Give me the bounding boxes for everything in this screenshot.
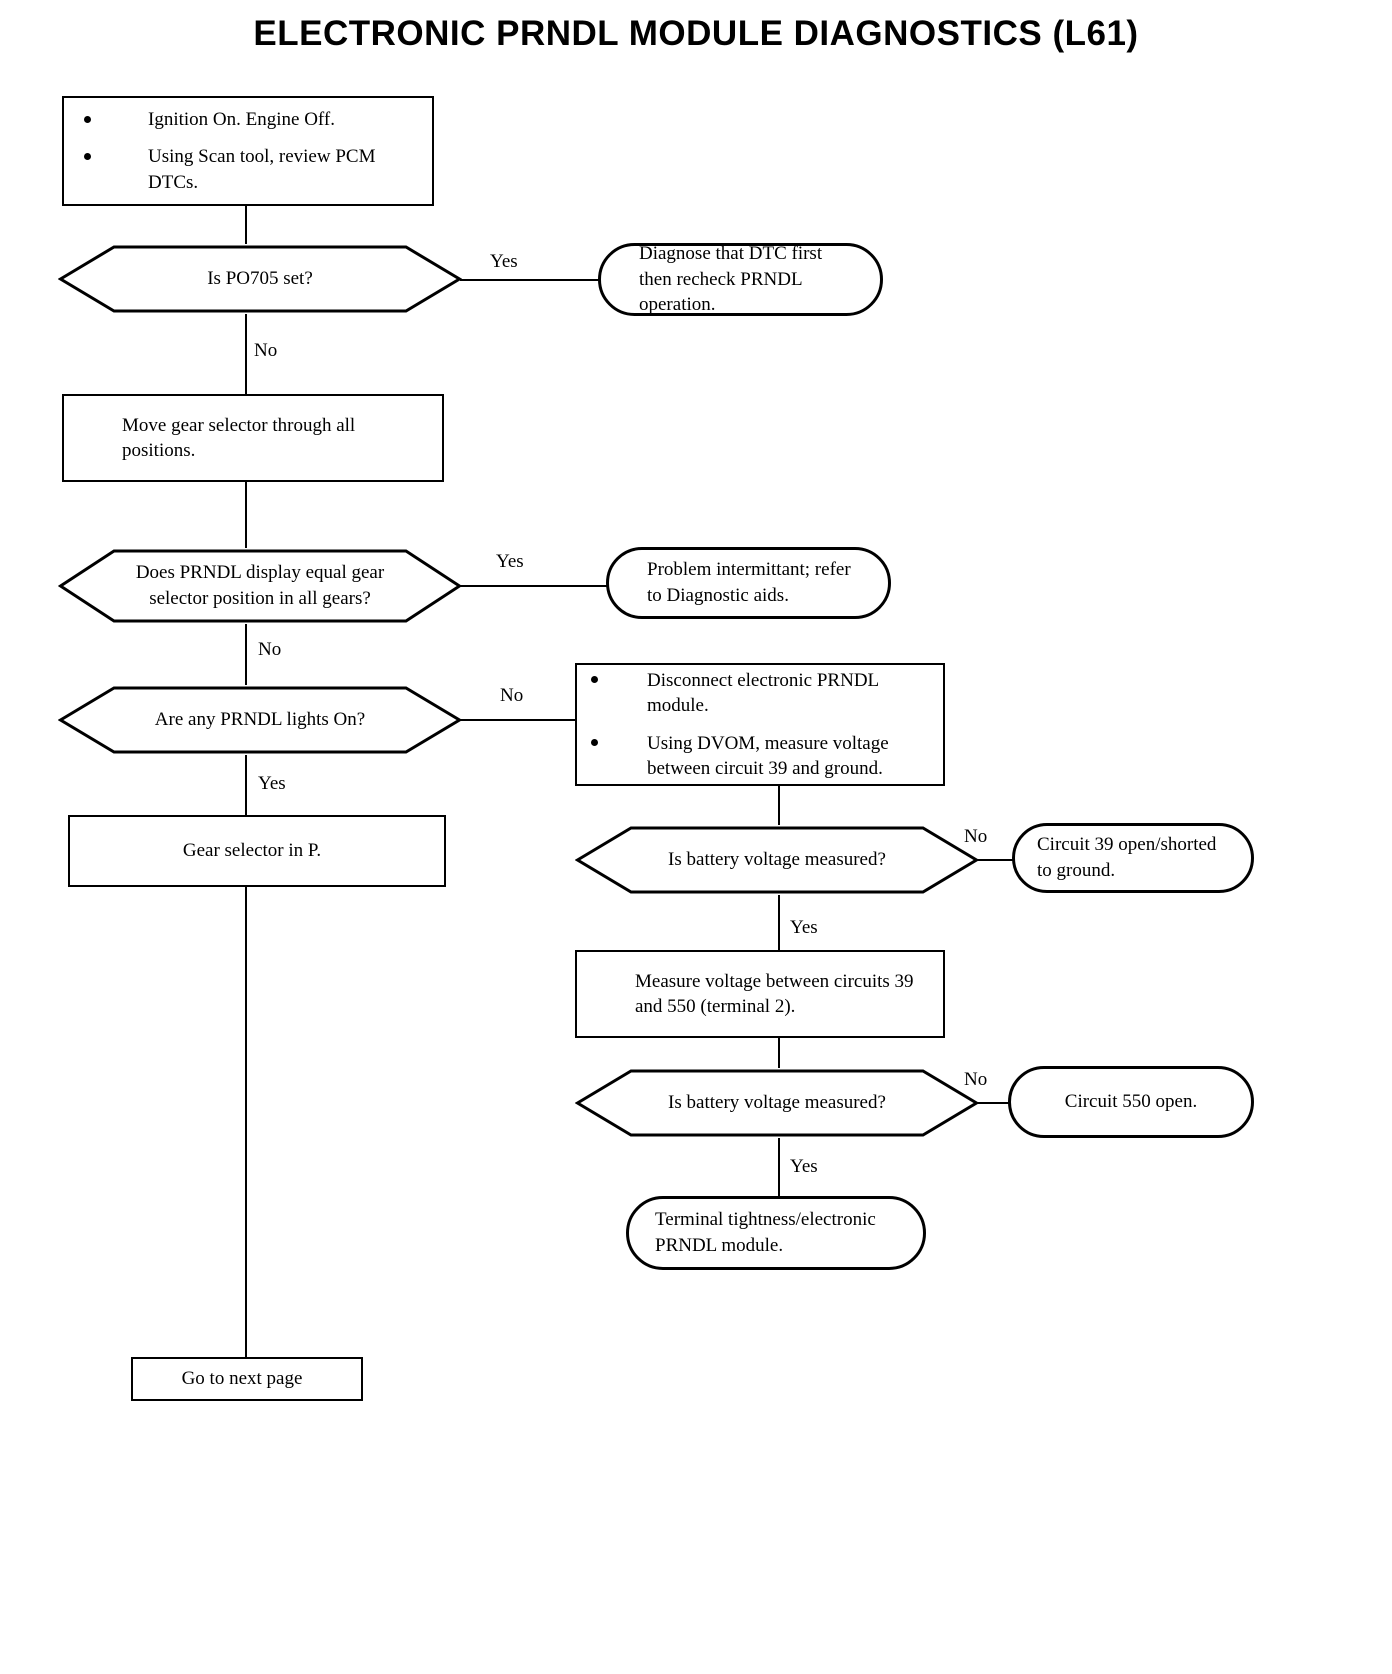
node-label: Are any PRNDL lights On? (154, 709, 366, 731)
bullet-text: Using DVOM, measure voltage between circ… (647, 732, 889, 779)
node-label: Terminal tightness/electronic PRNDL modu… (655, 1209, 876, 1256)
connector-disconnect-to-batt1 (778, 786, 780, 825)
connector-batt1-yes (778, 895, 780, 950)
node-circuit-39-open: Circuit 39 open/shorted to ground. (1012, 823, 1254, 893)
node-text: Measure voltage between circuits 39 and … (635, 970, 914, 1017)
bullet-text: Ignition On. Engine Off. (148, 108, 335, 130)
node-start-checks: Ignition On. Engine Off. Using Scan tool… (62, 96, 434, 206)
disconnect-module-bullet-list: Disconnect electronic PRNDL module. Usin… (577, 668, 943, 782)
node-move-selector: Move gear selector through all positions… (62, 394, 444, 482)
edge-label-batt2-no: No (964, 1069, 988, 1090)
edge-label-lights-yes: Yes (258, 773, 286, 794)
node-is-po705-set: Is PO705 set? (58, 244, 462, 314)
node-label: Is PO705 set? (207, 268, 313, 290)
edge-label-batt1-no: No (964, 826, 988, 847)
list-item: Using DVOM, measure voltage between circ… (589, 731, 933, 782)
bullet-dot-icon (591, 739, 598, 747)
connector-batt2-no (977, 1102, 1012, 1104)
connector-display-no (245, 624, 247, 685)
node-problem-intermittant: Problem intermittant; refer to Diagnosti… (606, 547, 891, 619)
node-label: Is battery voltage measured? (668, 849, 886, 871)
node-label: Go to next page (181, 1368, 303, 1390)
node-diagnose-dtc: Diagnose that DTC first then recheck PRN… (598, 243, 883, 316)
edge-label-lights-no: No (500, 685, 524, 706)
edge-label-dtc-yes: Yes (490, 251, 518, 272)
edge-label-batt2-yes: Yes (790, 1156, 818, 1177)
node-go-to-next-page: Go to next page (131, 1357, 363, 1401)
connector-batt2-yes (778, 1138, 780, 1196)
node-text: Move gear selector through all positions… (122, 414, 356, 461)
node-label: Problem intermittant; refer to Diagnosti… (647, 559, 851, 606)
connector-lights-no (460, 719, 575, 721)
list-item: Using Scan tool, review PCM DTCs. (82, 144, 422, 195)
node-label: Diagnose that DTC first then recheck PRN… (639, 242, 823, 316)
list-item: Ignition On. Engine Off. (82, 107, 422, 132)
page-title: ELECTRONIC PRNDL MODULE DIAGNOSTICS (L61… (253, 14, 1139, 53)
node-label: Is battery voltage measured? (668, 1092, 886, 1114)
hexagon-shape (575, 1069, 979, 1137)
hexagon-shape (575, 826, 979, 894)
node-label: Measure voltage between circuits 39 and … (577, 969, 943, 1019)
edge-label-batt1-yes: Yes (790, 917, 818, 938)
node-gear-selector-in-p: Gear selector in P. (68, 815, 446, 887)
node-label: Does PRNDL display equal gear selector p… (135, 562, 385, 609)
node-label: Circuit 550 open. (1064, 1091, 1198, 1113)
node-disconnect-module: Disconnect electronic PRNDL module. Usin… (575, 663, 945, 786)
edge-label-display-yes: Yes (496, 551, 524, 572)
node-is-battery-voltage-measured-1: Is battery voltage measured? (575, 825, 979, 895)
hexagon-shape (58, 245, 462, 313)
edge-label-dtc-no: No (254, 340, 278, 361)
node-measure-39-550: Measure voltage between circuits 39 and … (575, 950, 945, 1038)
bullet-dot-icon (591, 676, 598, 684)
bullet-text: Using Scan tool, review PCM DTCs. (148, 146, 376, 193)
connector-p-to-next-page (245, 887, 247, 1357)
bullet-dot-icon (84, 153, 91, 160)
node-are-any-prndl-lights-on: Are any PRNDL lights On? (58, 685, 462, 755)
hexagon-shape (58, 686, 462, 754)
connector-dtc-no (245, 314, 247, 394)
node-label: Move gear selector through all positions… (64, 413, 442, 463)
node-label: Gear selector in P. (182, 840, 322, 862)
start-checks-bullet-list: Ignition On. Engine Off. Using Scan tool… (64, 107, 432, 195)
connector-display-yes (460, 585, 610, 587)
list-item: Disconnect electronic PRNDL module. (589, 668, 933, 719)
node-does-prndl-display-equal: Does PRNDL display equal gear selector p… (58, 548, 462, 624)
connector-batt1-no (977, 859, 1022, 861)
connector-measure-to-batt2 (778, 1038, 780, 1068)
hexagon-shape (58, 549, 462, 623)
connector-start-to-dtc (245, 206, 247, 244)
node-circuit-550-open: Circuit 550 open. (1008, 1066, 1254, 1138)
connector-move-to-display (245, 482, 247, 548)
connector-dtc-yes (460, 279, 602, 281)
bullet-dot-icon (84, 115, 91, 123)
bullet-text: Disconnect electronic PRNDL module. (647, 669, 879, 717)
node-is-battery-voltage-measured-2: Is battery voltage measured? (575, 1068, 979, 1138)
edge-label-display-no: No (258, 639, 282, 660)
connector-lights-yes (245, 755, 247, 815)
node-terminal-tightness: Terminal tightness/electronic PRNDL modu… (626, 1196, 926, 1270)
node-label: Circuit 39 open/shorted to ground. (1037, 834, 1217, 881)
